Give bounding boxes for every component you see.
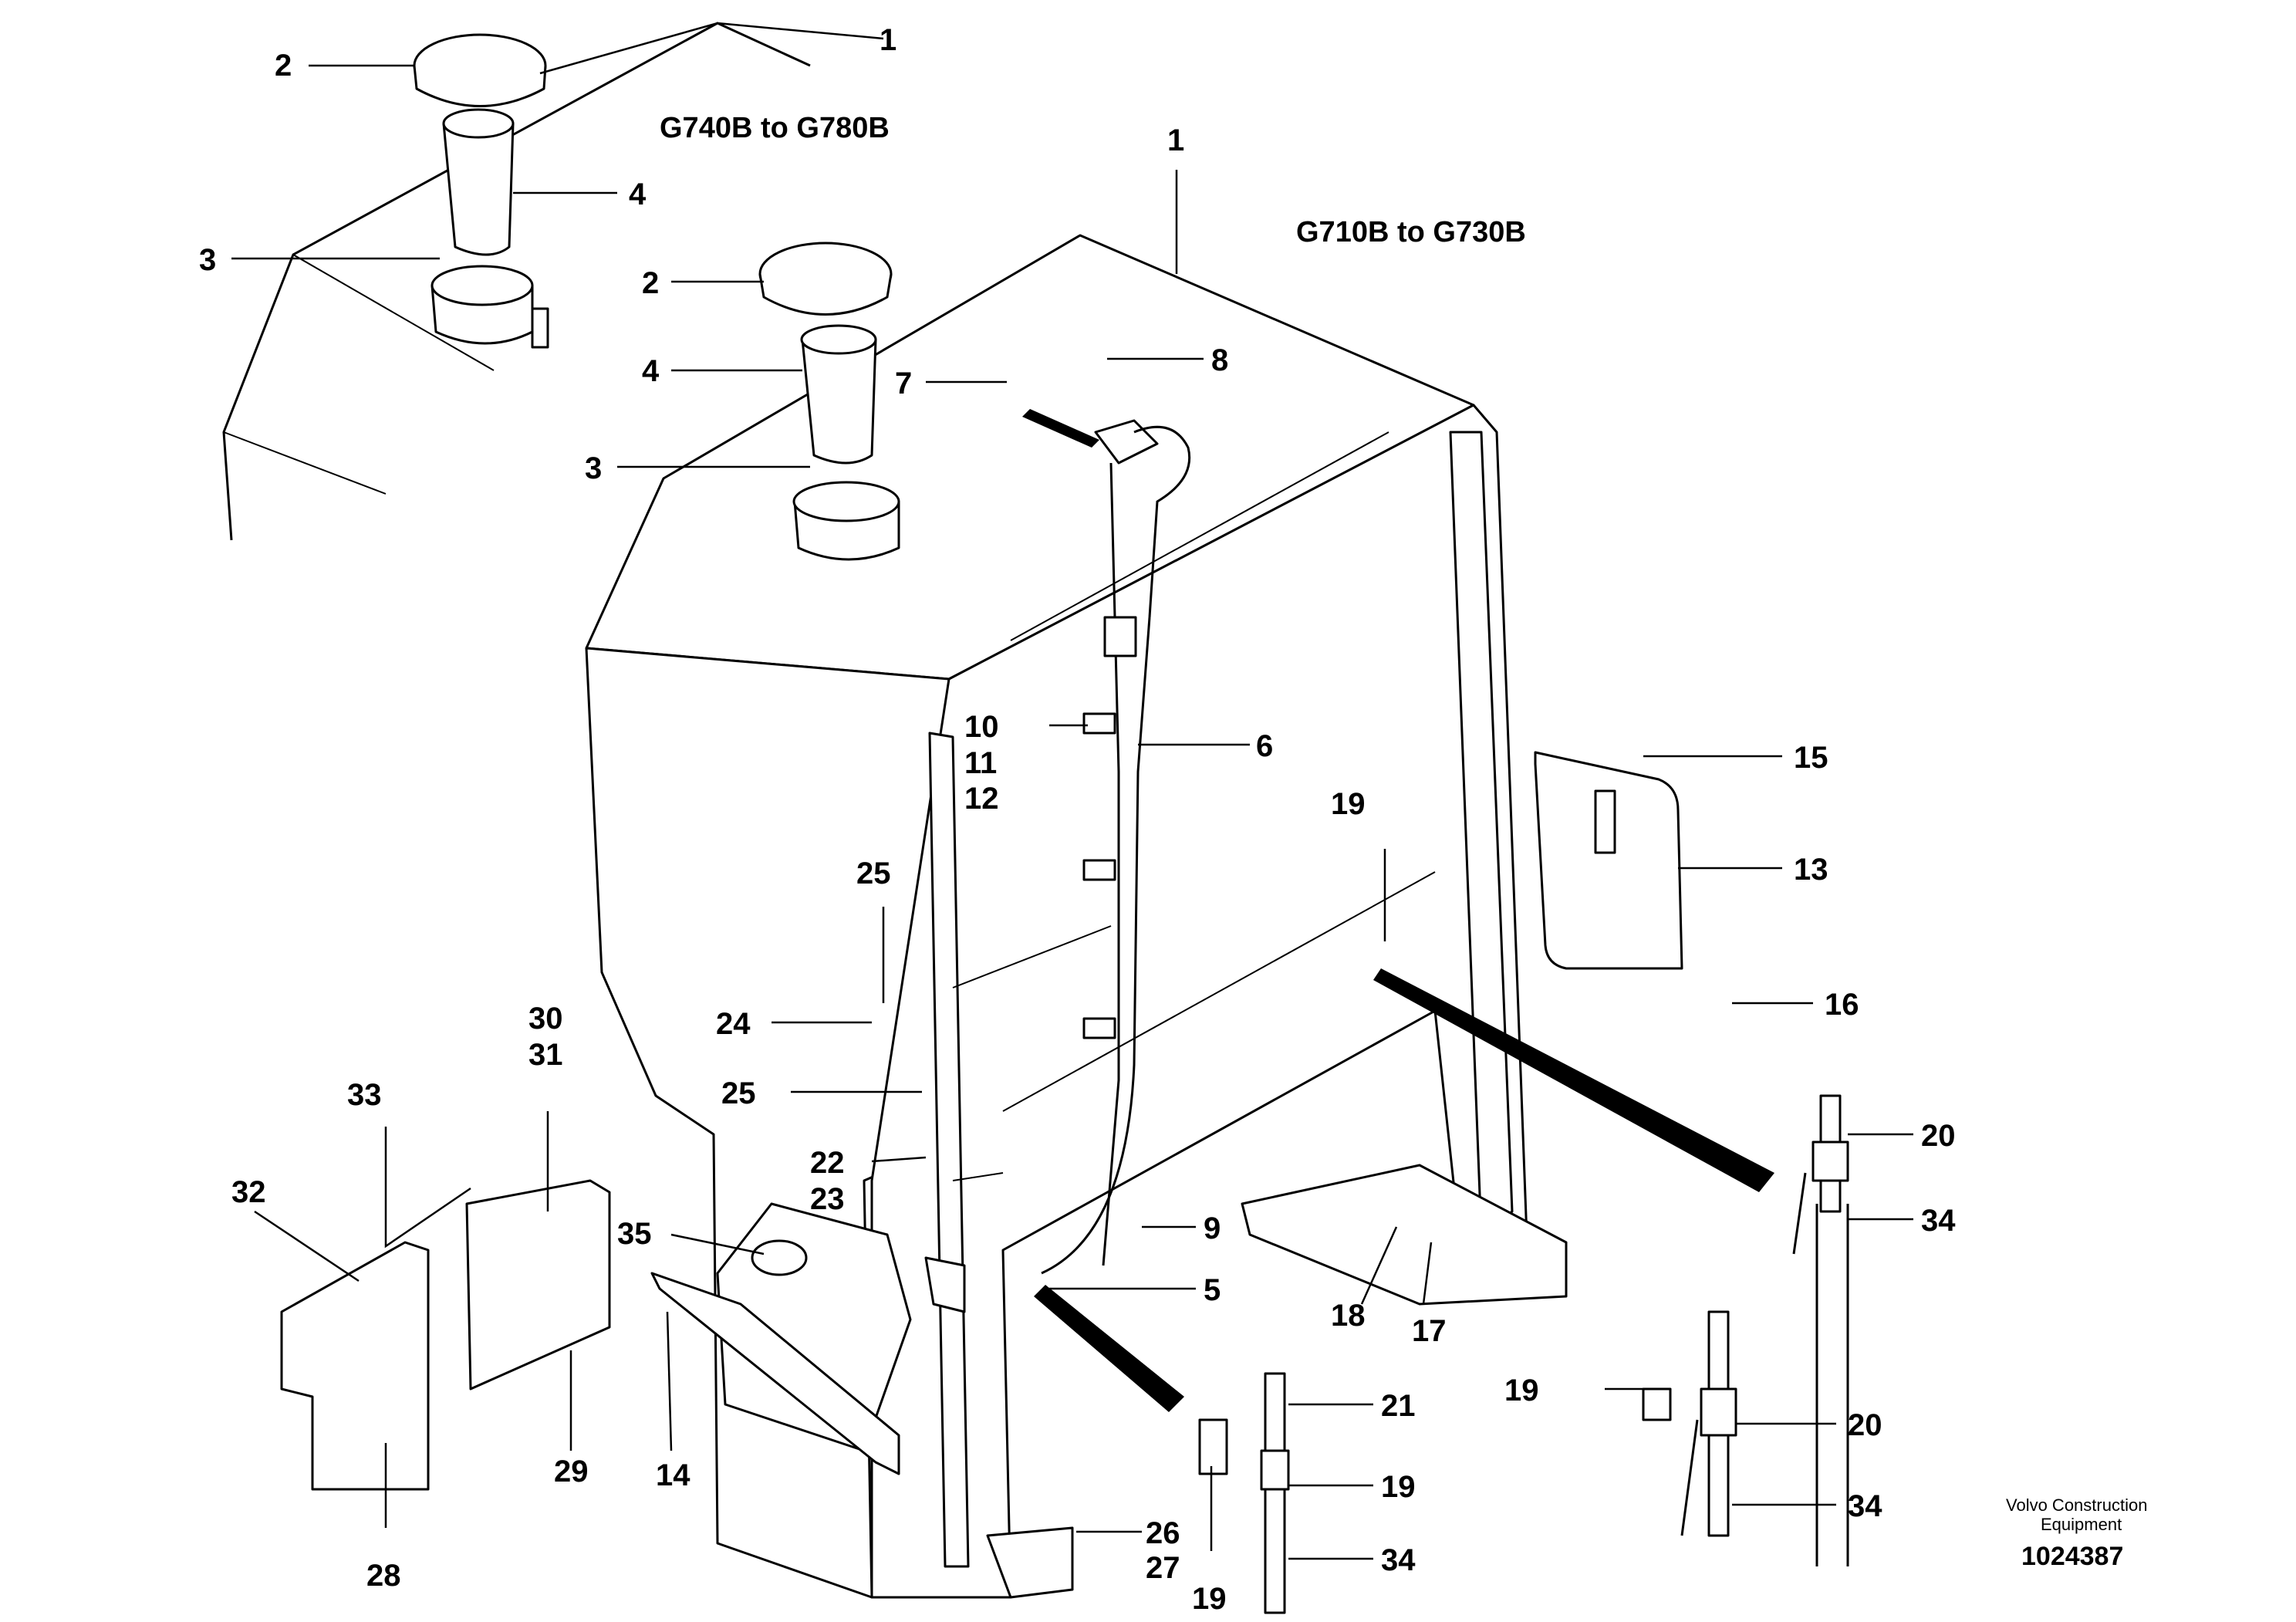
label-1b: 1 [1167,123,1184,157]
label-17: 17 [1412,1314,1447,1348]
title-g710b: G710B to G730B [1296,216,1526,248]
alt-strainer [442,108,515,256]
label-9: 9 [1204,1211,1221,1245]
label-6: 6 [1256,729,1273,763]
drain-valve-lower [1680,1310,1737,1537]
label-31: 31 [528,1038,563,1072]
label-24: 24 [716,1007,751,1041]
pointer-arrow-7 [1022,409,1099,448]
brand-line1: Volvo Construction [2006,1495,2147,1515]
inspection-cover [650,1272,900,1475]
label-22: 22 [810,1146,845,1180]
label-20b: 20 [1848,1408,1882,1442]
document-number: 1024387 [2021,1542,2123,1571]
label-18: 18 [1331,1299,1366,1333]
label-16: 16 [1825,988,1859,1022]
label-11: 11 [964,746,997,780]
label-13: 13 [1794,853,1828,887]
label-12: 12 [964,782,999,816]
label-29: 29 [554,1455,589,1489]
label-1a: 1 [880,23,896,57]
level-sender [924,419,1191,1313]
label-2a: 2 [275,49,292,83]
drain-valve-upper [1792,1094,1849,1566]
label-32: 32 [231,1175,266,1209]
alt-filler-neck [430,265,549,349]
title-g740b: G740B to G780B [660,112,890,144]
label-10: 10 [964,710,999,744]
label-2b: 2 [642,266,659,300]
hydraulic-reservoir [716,1202,912,1452]
label-27: 27 [1146,1551,1180,1585]
label-4a: 4 [629,177,647,211]
leader-lines [231,22,1913,1560]
label-21: 21 [1381,1389,1416,1423]
label-25a: 25 [856,857,891,890]
main-filler-cap [758,242,893,316]
label-7: 7 [895,367,912,400]
label-34b: 34 [1848,1489,1882,1523]
plate-29 [465,1179,611,1391]
label-28: 28 [366,1559,401,1593]
label-19c: 19 [1381,1470,1416,1504]
label-34a: 34 [1921,1204,1956,1238]
main-filler-neck [792,481,900,561]
label-20a: 20 [1921,1119,1956,1153]
label-33: 33 [347,1078,382,1112]
label-8: 8 [1211,343,1228,377]
drain-valve-bottom [1198,1372,1672,1614]
label-4b: 4 [642,354,660,388]
label-23: 23 [810,1182,845,1216]
pointer-arrow-19 [1373,968,1774,1192]
label-19b: 19 [1504,1374,1539,1407]
pointer-arrow-5 [1034,1285,1184,1412]
alt-tank-outline [222,22,811,541]
plate-28 [280,1241,430,1491]
label-5: 5 [1204,1273,1221,1307]
cover-plate [1534,751,1683,970]
label-3a: 3 [199,243,216,277]
label-19a: 19 [1331,787,1366,821]
label-3b: 3 [585,451,602,485]
label-19d: 19 [1192,1582,1227,1616]
alt-filler-cap [413,33,547,107]
brand-line2: Equipment [2041,1515,2122,1534]
main-tank [585,234,1568,1599]
label-14: 14 [656,1458,690,1492]
label-15: 15 [1794,741,1828,775]
label-34c: 34 [1381,1543,1416,1577]
label-25b: 25 [721,1076,756,1110]
label-26: 26 [1146,1516,1180,1550]
label-30: 30 [528,1002,563,1036]
label-35: 35 [617,1217,652,1251]
main-strainer [800,324,877,465]
